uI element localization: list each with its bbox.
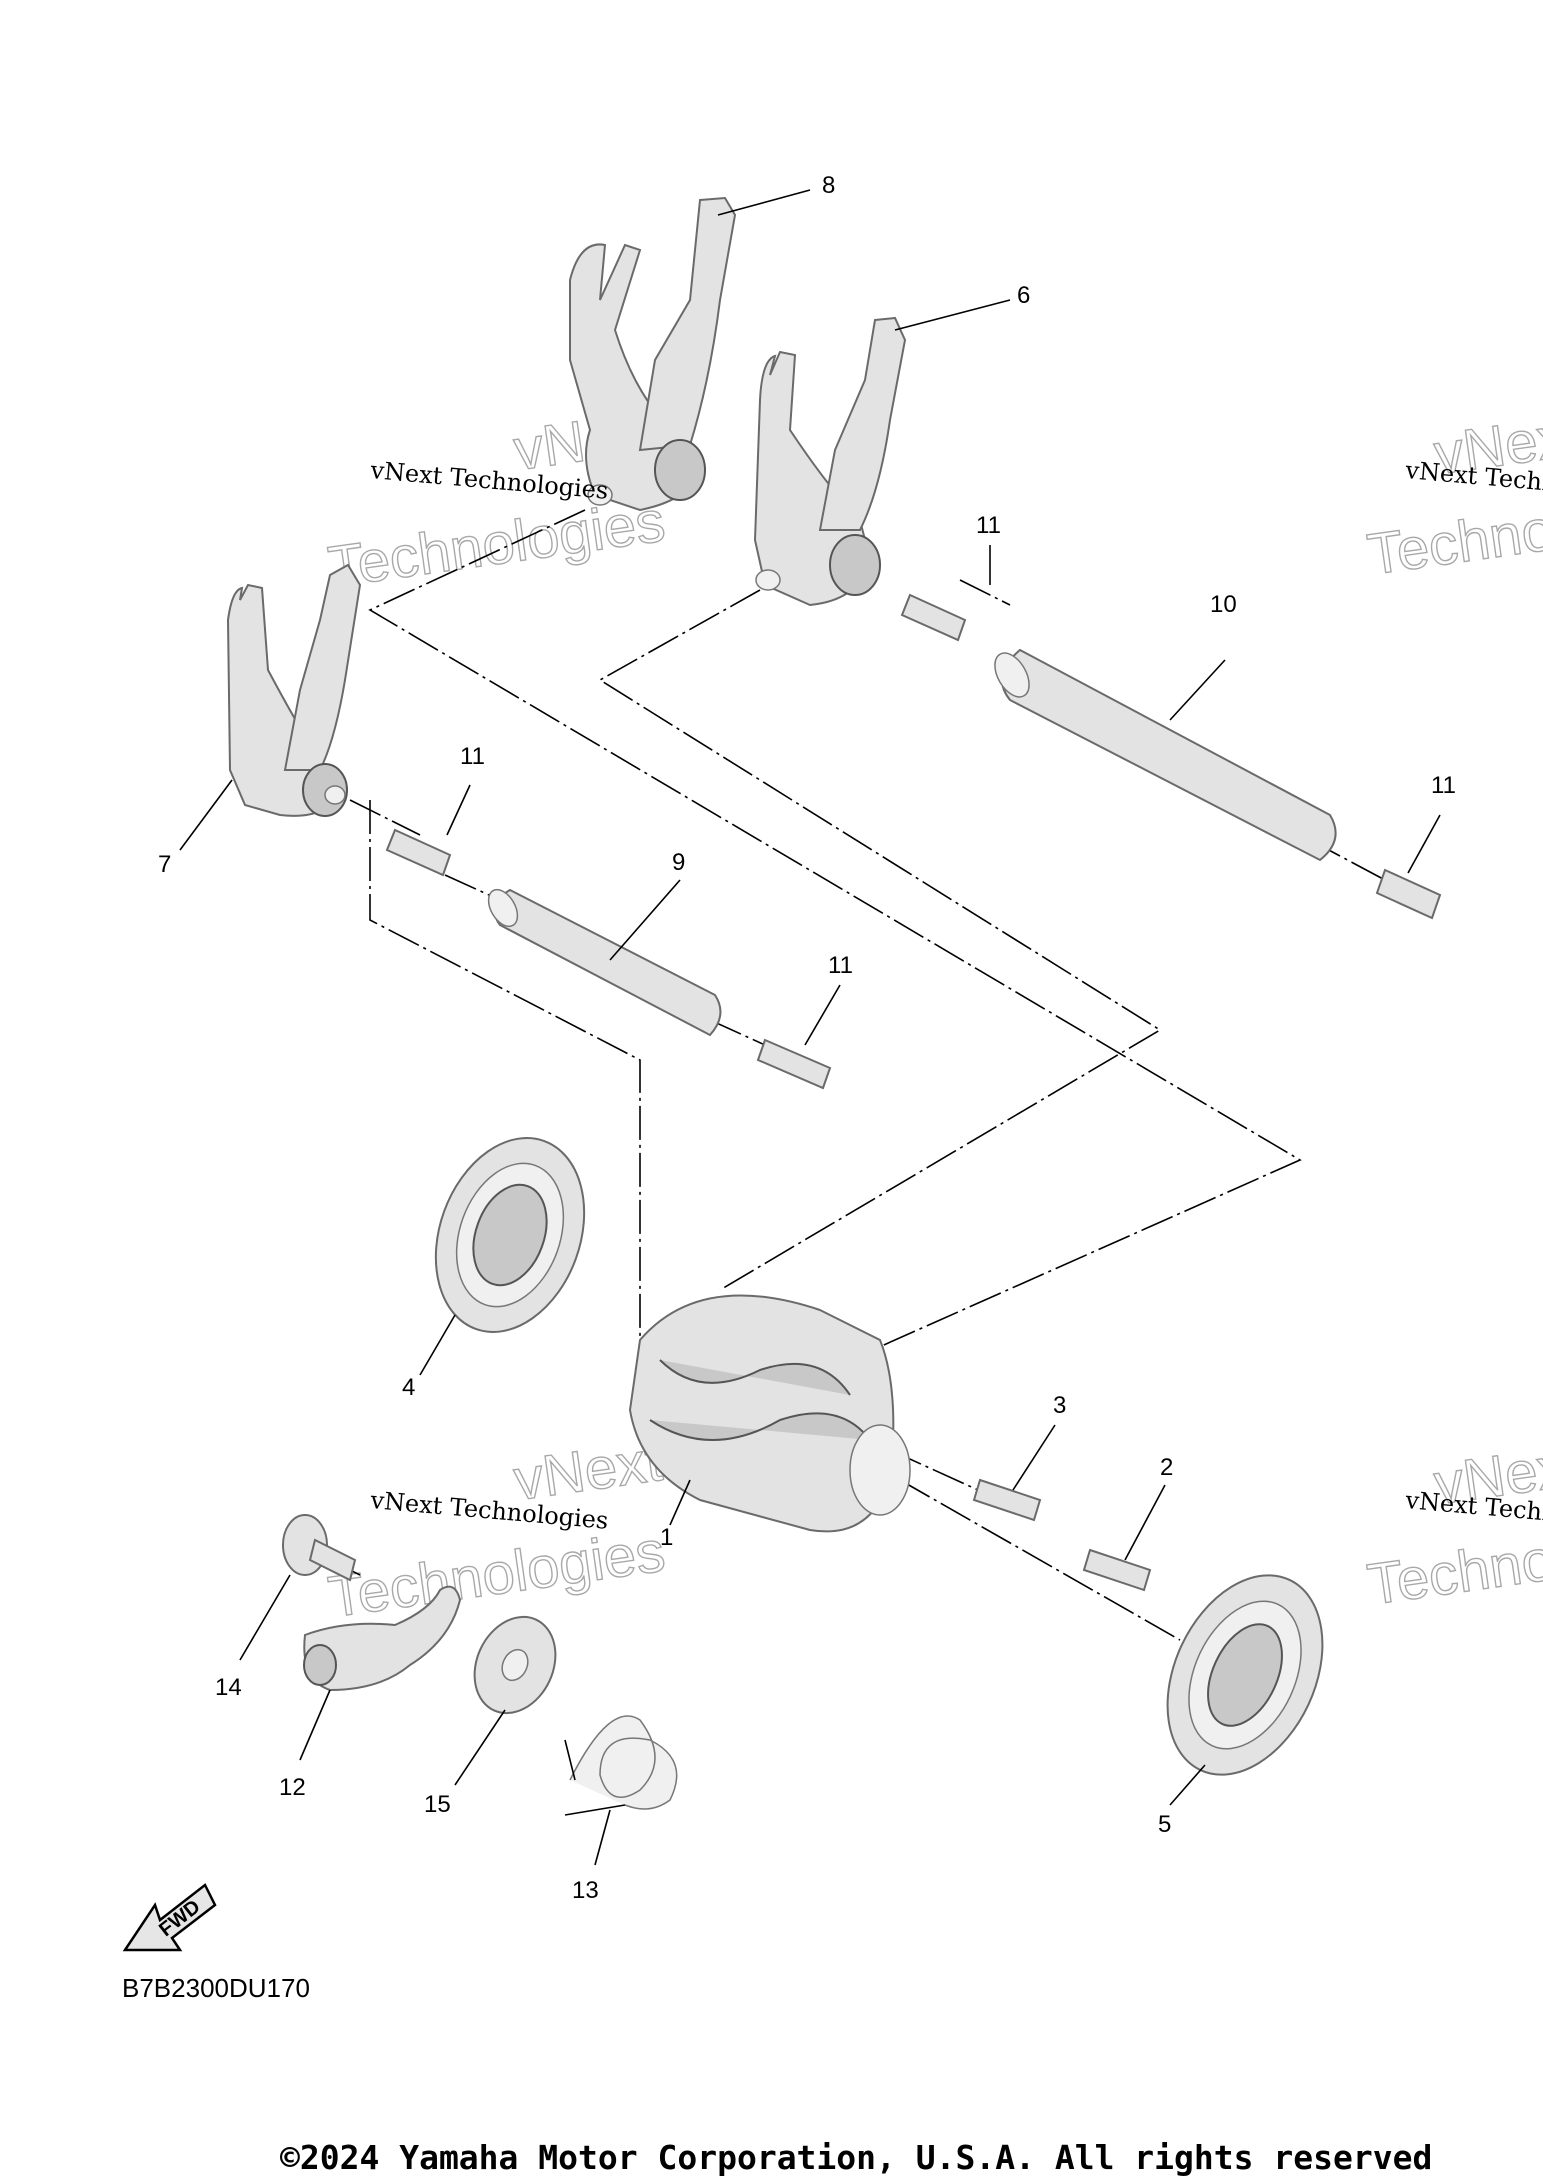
shift-shaft-10	[994, 648, 1337, 862]
shift-drum-1	[628, 1294, 911, 1533]
callout-11-a: 11	[976, 512, 1001, 539]
callout-5: 5	[1158, 1811, 1171, 1838]
callout-6: 6	[1017, 282, 1030, 309]
callout-15: 15	[424, 1791, 451, 1818]
callout-3: 3	[1053, 1392, 1066, 1419]
callout-11-d: 11	[1431, 772, 1456, 799]
shift-fork-8	[569, 196, 737, 512]
pin-11-c	[756, 1038, 832, 1090]
torsion-spring-13	[564, 1715, 678, 1816]
watermark-big-word-1: vNext	[1430, 402, 1543, 487]
watermark-mid-left: vNext Technologies	[324, 1427, 670, 1630]
bearing-5	[1166, 1574, 1324, 1776]
callout-8: 8	[822, 172, 835, 199]
washer-15	[473, 1615, 557, 1715]
shift-fork-6	[753, 316, 907, 607]
stopper-lever-12	[303, 1585, 462, 1692]
pin-11-a	[900, 593, 967, 642]
callout-12: 12	[279, 1774, 306, 1801]
stopper-bolt-14	[282, 1514, 357, 1582]
pin-11-d	[1375, 868, 1442, 920]
leader-lines	[179, 189, 1441, 1866]
callout-2: 2	[1160, 1454, 1173, 1481]
callout-11-c: 11	[828, 952, 853, 979]
screw-2	[1082, 1548, 1152, 1592]
callout-13: 13	[572, 1877, 599, 1904]
callout-4: 4	[402, 1374, 415, 1401]
watermark-big-word-2: Technologies	[324, 1519, 668, 1630]
callout-11-b: 11	[460, 743, 485, 770]
watermark-big-word-2: Technologies	[324, 489, 668, 600]
shift-shaft-9	[487, 888, 722, 1037]
callout-9: 9	[672, 849, 685, 876]
diagram-code: B7B2300DU170	[122, 1973, 310, 2003]
shift-fork-7	[226, 563, 362, 817]
pin-3	[972, 1478, 1042, 1522]
bearing-4	[434, 1137, 586, 1333]
callout-7: 7	[158, 851, 171, 878]
callout-10: 10	[1210, 591, 1237, 618]
pin-11-b	[385, 828, 452, 877]
callout-14: 14	[215, 1674, 242, 1701]
copyright-notice: ©2024 Yamaha Motor Corporation, U.S.A. A…	[280, 2138, 1433, 2177]
callout-numbers: 8 6 7 11 10 11 9 11 11 4 1 3 2 5 14 12 1…	[158, 172, 1456, 1904]
fwd-arrow-icon: FWD	[122, 1883, 217, 1952]
callout-1: 1	[660, 1524, 673, 1551]
